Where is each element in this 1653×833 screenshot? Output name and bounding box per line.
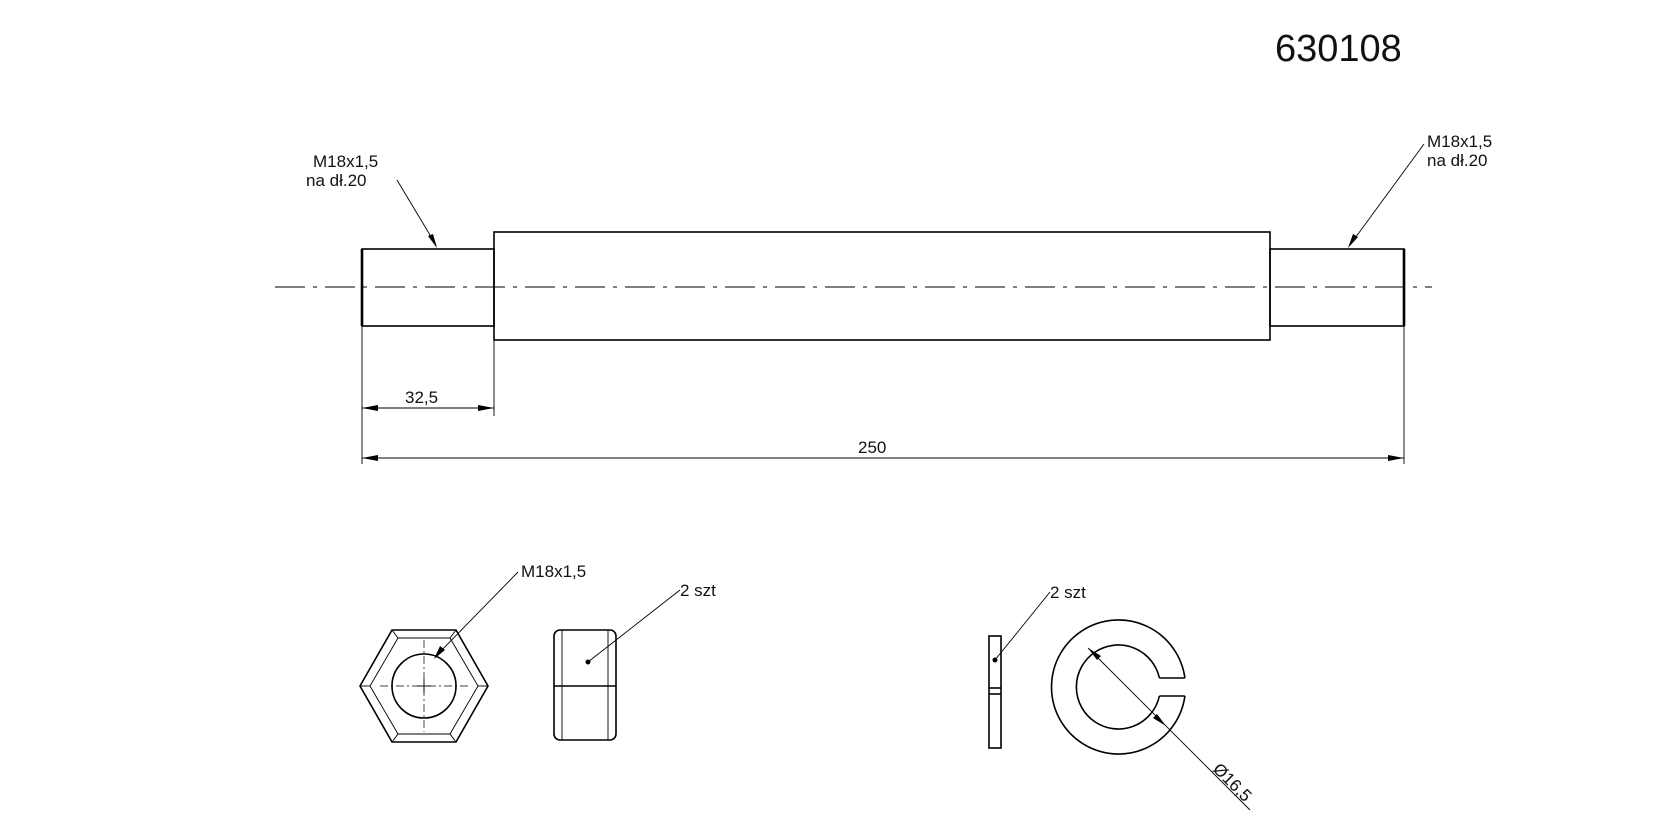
nut-side-outline <box>553 629 617 741</box>
shaft-right-thread <box>1269 248 1405 327</box>
nut-front-view <box>359 629 489 743</box>
nut-side-view <box>553 629 617 741</box>
part-number: 630108 <box>1275 28 1402 70</box>
dimension-shoulder: 32,5 <box>361 326 495 464</box>
dimension-overall: 250 <box>362 326 1405 464</box>
callout-washer-quantity: 2 szt <box>992 583 1086 663</box>
callout-nut-thread: M18x1,5 <box>434 562 586 659</box>
washer-side-view <box>988 635 1002 749</box>
washer-side-outline <box>988 635 1002 749</box>
left-thread-leader-arrow <box>428 234 437 248</box>
spring-washer-outer <box>1050 619 1186 755</box>
shaft-view <box>275 231 1432 341</box>
left-thread-length-label: na dł.20 <box>306 171 367 190</box>
spring-washer-front-view <box>1050 619 1186 755</box>
right-thread-length-label: na dł.20 <box>1427 151 1488 170</box>
nut-thread-leader-arrow <box>434 646 445 659</box>
callout-nut-quantity: 2 szt <box>585 581 716 665</box>
right-thread-leader-arrow <box>1348 234 1358 248</box>
washer-quantity-label: 2 szt <box>1050 583 1086 602</box>
dim-shoulder-label: 32,5 <box>405 388 438 407</box>
callout-right-thread: M18x1,5 na dł.20 <box>1348 132 1492 248</box>
shaft-left-thread <box>361 248 495 327</box>
shaft-body <box>493 231 1271 341</box>
right-thread-label: M18x1,5 <box>1427 132 1492 151</box>
nut-quantity-label: 2 szt <box>680 581 716 600</box>
washer-diameter-label: Ø16,5 <box>1209 759 1255 805</box>
nut-thread-label: M18x1,5 <box>521 562 586 581</box>
callout-left-thread: M18x1,5 na dł.20 <box>306 152 437 248</box>
left-thread-label: M18x1,5 <box>313 152 378 171</box>
spring-washer-inner <box>1075 644 1161 730</box>
dim-overall-label: 250 <box>858 438 886 457</box>
washer-quantity-leader-dot <box>992 657 998 663</box>
nut-quantity-leader-dot <box>585 659 591 665</box>
